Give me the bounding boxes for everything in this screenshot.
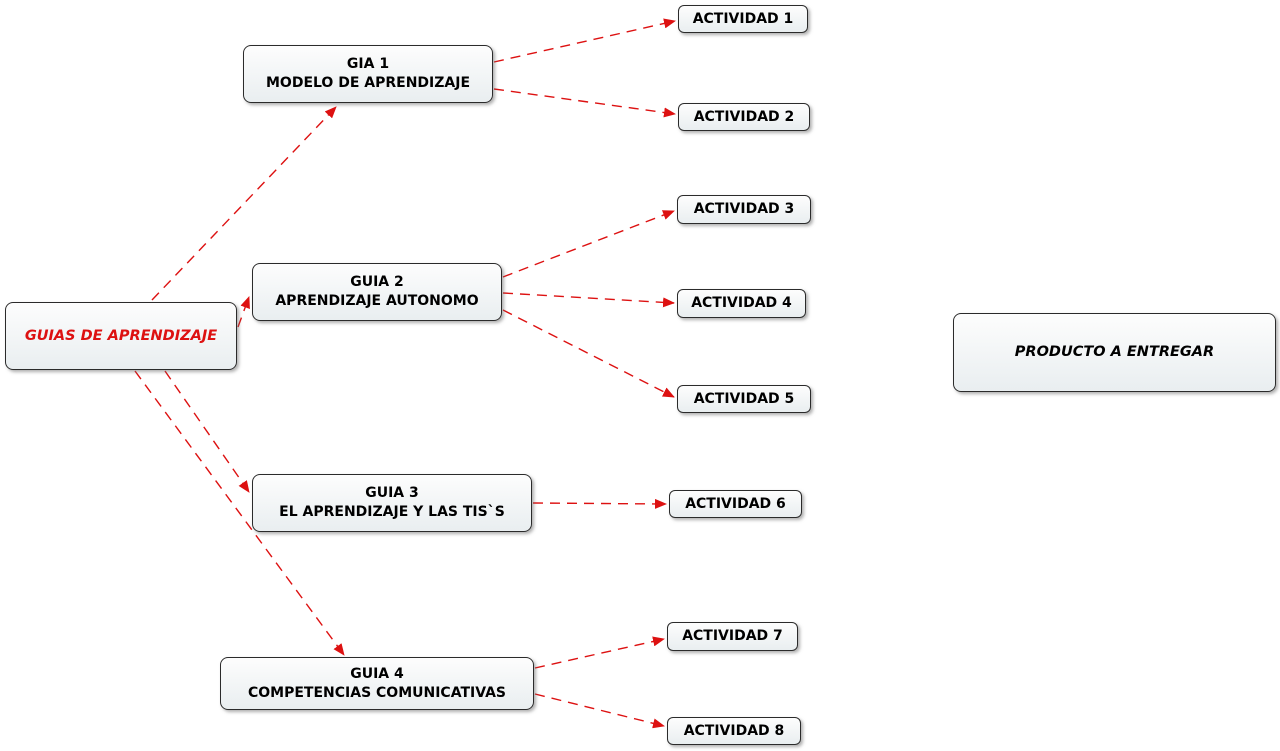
node-label: ACTIVIDAD 4 bbox=[691, 295, 792, 311]
node-actividad-2[interactable]: ACTIVIDAD 2 bbox=[678, 103, 810, 131]
connector-guia4-act7 bbox=[534, 636, 665, 669]
node-guia-3[interactable]: GUIA 3 EL APRENDIZAJE Y LAS TIS`S bbox=[252, 474, 532, 532]
node-guia-2[interactable]: GUIA 2 APRENDIZAJE AUTONOMO bbox=[252, 263, 502, 321]
node-actividad-7[interactable]: ACTIVIDAD 7 bbox=[667, 622, 798, 651]
node-actividad-6[interactable]: ACTIVIDAD 6 bbox=[669, 490, 802, 518]
connector-guia2-act4 bbox=[502, 292, 675, 308]
node-guia-4[interactable]: GUIA 4 COMPETENCIAS COMUNICATIVAS bbox=[220, 657, 534, 710]
node-label: GUIAS DE APRENDIZAJE bbox=[24, 327, 218, 344]
node-gia-1[interactable]: GIA 1 MODELO DE APRENDIZAJE bbox=[243, 45, 493, 103]
node-title: GUIA 2 bbox=[350, 274, 404, 290]
node-label: ACTIVIDAD 2 bbox=[693, 108, 795, 125]
node-root-guias-de-aprendizaje[interactable]: GUIAS DE APRENDIZAJE bbox=[5, 302, 237, 370]
node-label: ACTIVIDAD 8 bbox=[683, 722, 785, 739]
node-label: ACTIVIDAD 5 bbox=[693, 390, 795, 407]
connector-root-guia3 bbox=[164, 370, 250, 493]
connector-guia4-act8 bbox=[534, 693, 665, 729]
connector-guia2-act3 bbox=[502, 210, 675, 278]
node-label: ACTIVIDAD 7 bbox=[682, 628, 783, 644]
node-actividad-1[interactable]: ACTIVIDAD 1 bbox=[678, 5, 808, 33]
node-actividad-8[interactable]: ACTIVIDAD 8 bbox=[667, 717, 801, 745]
node-label: ACTIVIDAD 3 bbox=[693, 201, 795, 217]
connector-gia1-act2 bbox=[493, 88, 676, 118]
node-subtitle: COMPETENCIAS COMUNICATIVAS bbox=[247, 684, 507, 701]
node-actividad-4[interactable]: ACTIVIDAD 4 bbox=[677, 289, 806, 318]
connector-gia1-act1 bbox=[493, 18, 676, 63]
node-title: GIA 1 bbox=[346, 56, 390, 72]
node-subtitle: EL APRENDIZAJE Y LAS TIS`S bbox=[279, 504, 505, 520]
node-subtitle: APRENDIZAJE AUTONOMO bbox=[275, 293, 479, 309]
connector-root-guia2 bbox=[237, 296, 250, 328]
node-label: ACTIVIDAD 1 bbox=[692, 10, 794, 27]
connector-guia2-act5 bbox=[502, 309, 675, 398]
node-label: ACTIVIDAD 6 bbox=[685, 495, 786, 512]
node-title: GUIA 3 bbox=[365, 485, 419, 501]
node-actividad-5[interactable]: ACTIVIDAD 5 bbox=[677, 385, 811, 413]
node-label: PRODUCTO A ENTREGAR bbox=[1014, 344, 1215, 360]
connector-guia3-act6 bbox=[532, 498, 667, 509]
node-subtitle: MODELO DE APRENDIZAJE bbox=[265, 75, 471, 91]
node-title: GUIA 4 bbox=[350, 665, 404, 682]
node-actividad-3[interactable]: ACTIVIDAD 3 bbox=[677, 195, 811, 224]
node-producto-a-entregar[interactable]: PRODUCTO A ENTREGAR bbox=[953, 313, 1276, 392]
